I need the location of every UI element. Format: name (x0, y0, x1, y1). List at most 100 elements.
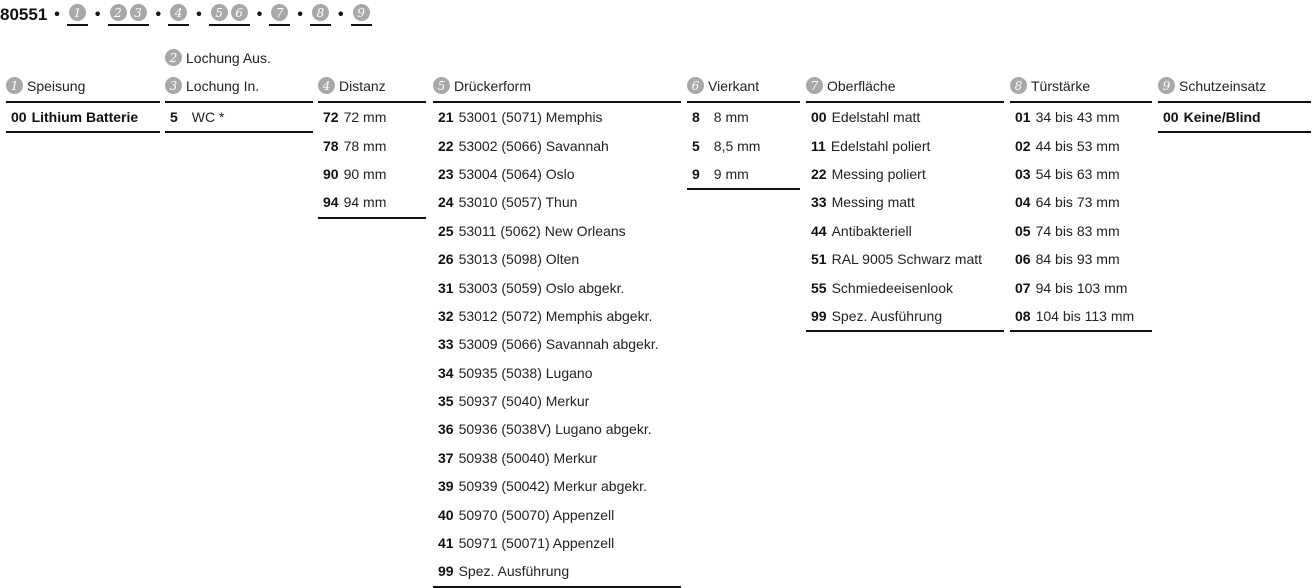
number-badge-icon: 4 (170, 4, 188, 21)
option-code: 31 (438, 279, 454, 296)
option-label: 53002 (5066) Savannah (458, 137, 609, 154)
option-label: 50938 (50040) Merkur (458, 449, 598, 466)
number-badge-icon: 2 (165, 49, 182, 66)
option-code: 8 (692, 109, 700, 126)
option-label: Lithium Batterie (31, 109, 139, 126)
option-label: WC * (191, 109, 225, 126)
option-code: 21 (438, 109, 454, 126)
column-title: Oberfläche (827, 77, 896, 94)
option-label: 94 mm (343, 194, 387, 211)
option-code: 72 (323, 109, 339, 126)
number-badge-icon: 9 (1158, 77, 1175, 94)
number-badge-icon: 5 (210, 4, 228, 21)
option-code: 94 (323, 194, 339, 211)
column-title: Lochung Aus. (186, 49, 271, 66)
code-slot: 9 (350, 4, 372, 26)
separator-dot: • (94, 6, 101, 23)
code-prefix: 80551 (0, 5, 48, 24)
option-label: 90 mm (343, 165, 387, 182)
option-code: 01 (1015, 109, 1031, 126)
option-code: 02 (1015, 137, 1031, 154)
separator-dot: • (337, 6, 344, 23)
option-label: 104 bis 113 mm (1035, 307, 1135, 324)
option-label: Spez. Ausführung (831, 307, 943, 324)
option-code: 33 (438, 336, 454, 353)
option-code: 25 (438, 222, 454, 239)
option-label: 72 mm (343, 109, 387, 126)
option-label: 94 bis 103 mm (1035, 279, 1128, 296)
option-label: 53003 (5059) Oslo abgekr. (458, 279, 625, 296)
option-code: 08 (1015, 307, 1031, 324)
option-label: 84 bis 93 mm (1035, 251, 1120, 268)
option-label: 53012 (5072) Memphis abgekr. (458, 307, 653, 324)
option-code: 22 (438, 137, 454, 154)
option-code: 05 (1015, 222, 1031, 239)
column-title: Speisung (27, 77, 86, 94)
code-slot: 8 (309, 4, 331, 26)
option-code: 40 (438, 506, 454, 523)
option-label: 54 bis 63 mm (1035, 165, 1120, 182)
option-label: 50935 (5038) Lugano (458, 364, 593, 381)
number-badge-icon: 3 (165, 77, 182, 94)
number-badge-icon: 5 (433, 77, 450, 94)
option-code: 24 (438, 194, 454, 211)
option-code: 35 (438, 393, 454, 410)
option-label: Edelstahl matt (831, 109, 921, 126)
number-badge-icon: 9 (352, 4, 370, 21)
number-badge-icon: 4 (318, 77, 335, 94)
option-code: 07 (1015, 279, 1031, 296)
number-badge-icon: 2 (109, 4, 127, 21)
option-code: 03 (1015, 165, 1031, 182)
option-code: 5 (692, 137, 700, 154)
option-code: 06 (1015, 251, 1031, 268)
option-code: 26 (438, 251, 454, 268)
option-code: 23 (438, 165, 454, 182)
option-label: 50937 (5040) Merkur (458, 393, 590, 410)
number-badge-icon: 8 (311, 4, 329, 21)
number-badge-icon: 6 (687, 77, 704, 94)
option-code: 9 (692, 165, 700, 182)
option-row: 8 8 mm (687, 103, 800, 131)
option-label: 8 mm (713, 109, 749, 126)
option-code: 99 (438, 563, 454, 580)
column-title: Drückerform (454, 77, 532, 94)
